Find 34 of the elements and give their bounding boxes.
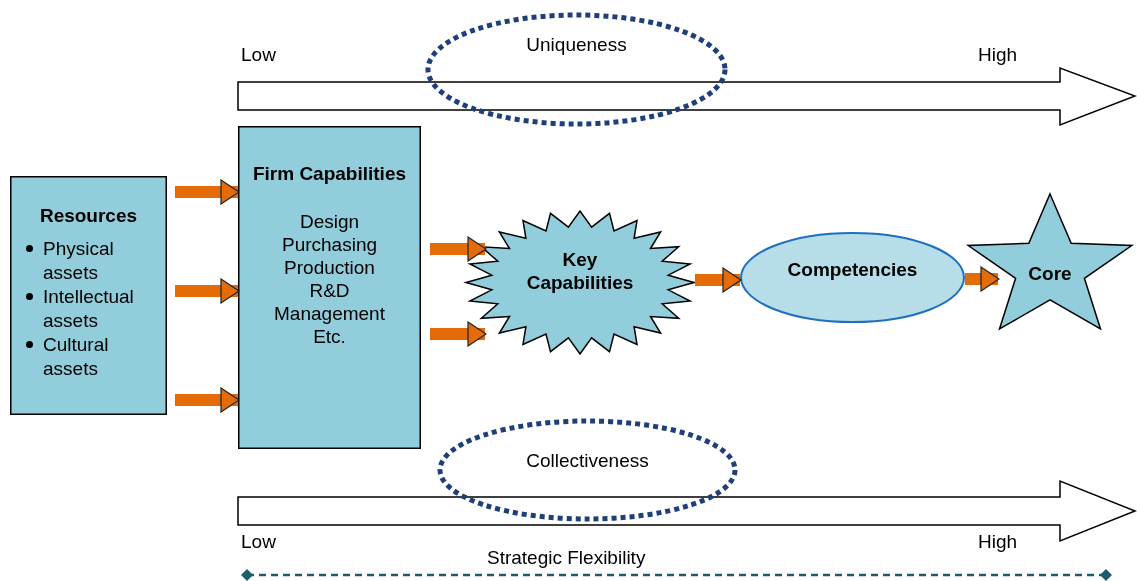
capabilities-box	[238, 126, 421, 449]
list-item: Design	[299, 210, 360, 233]
block-arrow	[430, 321, 487, 347]
scale-label: Low	[241, 44, 276, 66]
ellipse-label: Uniqueness	[526, 33, 627, 56]
block-arrow	[430, 236, 487, 262]
scale-label: Low	[241, 531, 276, 553]
starburst-shape	[465, 210, 695, 355]
axis-title: Strategic Flexibility	[487, 547, 646, 569]
ellipse-label: Collectiveness	[526, 449, 649, 472]
node-title: Firm Capabilities	[252, 162, 407, 185]
node-title: Core	[1028, 262, 1072, 285]
list-item: Purchasing	[281, 233, 378, 256]
list-item: Production	[284, 256, 375, 279]
list-item: Cultural assets	[43, 333, 110, 381]
list-item: Etc.	[313, 325, 346, 348]
block-arrow	[175, 179, 240, 205]
list-item: Physical assets	[43, 237, 115, 285]
list-item: R&D	[309, 279, 350, 302]
node-title: Competencies	[787, 258, 918, 281]
scale-label: High	[978, 531, 1018, 553]
dotted-ellipse	[437, 418, 738, 522]
node-title: Resources	[39, 204, 138, 227]
competency-ellipse	[740, 232, 965, 323]
block-arrow	[175, 387, 240, 413]
block-arrow	[965, 266, 1000, 292]
list-item: Management	[274, 302, 385, 325]
resource-box	[10, 176, 167, 415]
node-title: Key Capabilities	[525, 248, 635, 294]
dotted-ellipse	[425, 12, 728, 127]
scale-label: High	[978, 44, 1018, 66]
list-item: Intellectual assets	[43, 285, 135, 333]
block-arrow	[175, 278, 240, 304]
block-arrow	[695, 267, 742, 293]
